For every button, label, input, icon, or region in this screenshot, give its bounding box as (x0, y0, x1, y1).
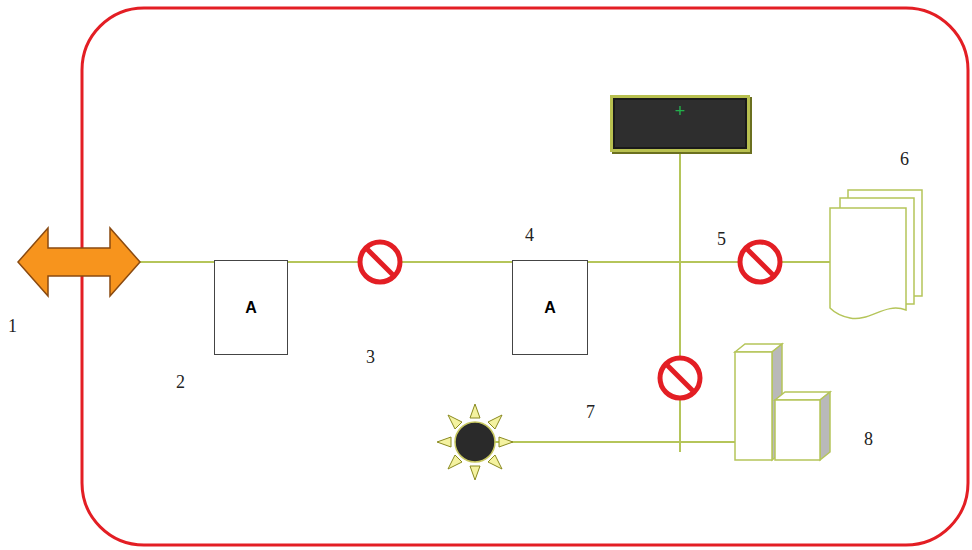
network-wires (138, 152, 830, 452)
gateway-box: A (512, 260, 588, 355)
prohibited-sign (660, 358, 700, 398)
monitor-screen: + (610, 95, 750, 152)
callout-number: 1 (8, 316, 17, 337)
callout-number: 8 (864, 429, 873, 450)
callout-number: 3 (366, 347, 375, 368)
callout-number: 6 (900, 149, 909, 170)
callout-number: 4 (525, 225, 534, 246)
node-text: A (245, 299, 257, 317)
document-stack (830, 190, 922, 319)
gateway-box: A (214, 260, 288, 355)
double-arrow (18, 228, 140, 296)
callout-number: 5 (717, 229, 726, 250)
node-text: + (675, 102, 686, 120)
server-icon (735, 344, 830, 460)
callout-number: 7 (586, 402, 595, 423)
node-text: A (544, 299, 556, 317)
sun-icon (437, 404, 513, 480)
network-perimeter (82, 8, 968, 545)
network-link (588, 152, 680, 262)
callout-number: 2 (176, 372, 185, 393)
prohibited-sign (740, 242, 780, 282)
prohibited-sign (360, 242, 400, 282)
